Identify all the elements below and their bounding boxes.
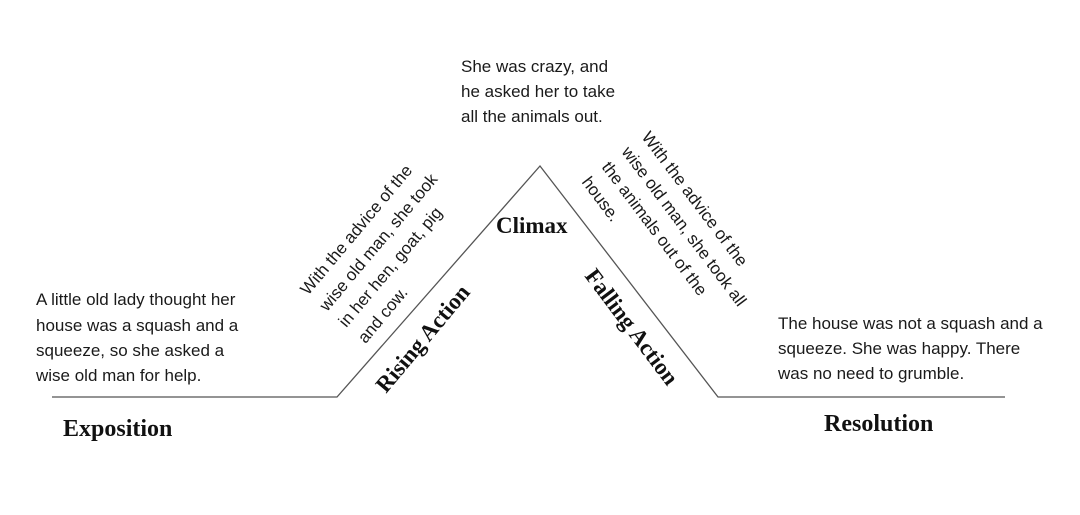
climax-label: Climax xyxy=(496,213,568,238)
exposition-note-line: house was a squash and a xyxy=(36,316,239,335)
plot-line xyxy=(52,164,1005,398)
exposition-label: Exposition xyxy=(63,416,172,442)
climax-note-line: She was crazy, and xyxy=(461,57,608,76)
exposition-note-line: A little old lady thought her xyxy=(36,290,236,309)
resolution-note-line: was no need to grumble. xyxy=(777,364,964,383)
climax-note-line: all the animals out. xyxy=(461,107,603,126)
exposition-note-line: wise old man for help. xyxy=(35,366,201,385)
exposition-note: A little old lady thought her house was … xyxy=(35,290,243,385)
falling-action-label: Falling Action xyxy=(580,264,684,390)
resolution-label: Resolution xyxy=(824,411,933,437)
resolution-note-line: squeeze. She was happy. There xyxy=(778,339,1020,358)
exposition-note-line: squeeze, so she asked a xyxy=(36,341,225,360)
resolution-note: The house was not a squash and a squeeze… xyxy=(777,314,1047,383)
resolution-note-line: The house was not a squash and a xyxy=(778,314,1043,333)
climax-note: She was crazy, and he asked her to take … xyxy=(461,57,620,126)
climax-note-line: he asked her to take xyxy=(461,82,615,101)
